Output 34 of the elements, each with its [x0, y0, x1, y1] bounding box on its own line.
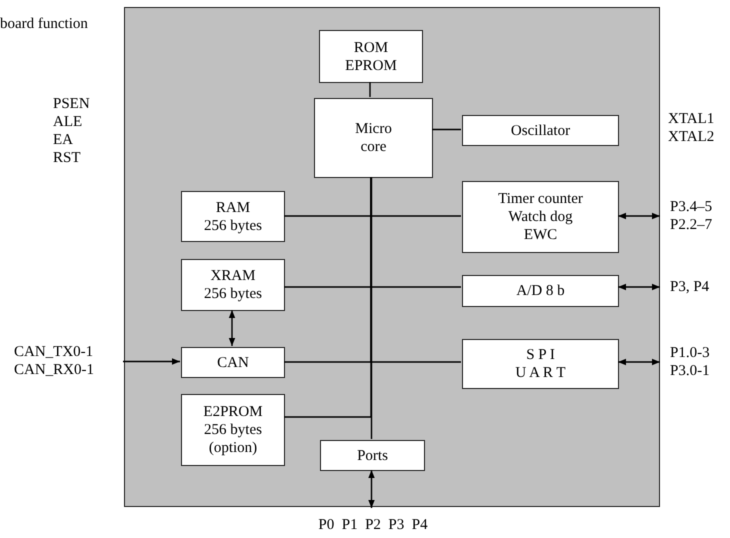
bus-line — [369, 82, 371, 97]
pin-name: EA — [53, 131, 73, 149]
pin-label: P3.4–5 P2.2–7 — [660, 198, 724, 234]
block-box: S P I U A R T — [462, 339, 619, 389]
caption-text: board function — [0, 15, 88, 33]
pin-label: P3, P4 — [660, 277, 724, 297]
pin-label: CAN_TX0-1 CAN_RX0-1 — [14, 342, 123, 380]
port-label: P0 P1 P2 P3 P4 — [318, 508, 428, 534]
bus-line — [370, 177, 372, 439]
pin-name: ALE — [53, 113, 82, 131]
pin-name: XTAL1 — [668, 110, 714, 128]
block-box: ROM EPROM — [319, 30, 423, 83]
block-box: Timer counter Watch dog EWC — [462, 181, 619, 253]
arrow — [123, 358, 180, 365]
arrow — [368, 470, 375, 508]
block-box: E2PROM 256 bytes (option) — [181, 394, 285, 466]
arrow — [618, 284, 660, 290]
bus-line — [284, 177, 372, 418]
block-box: XRAM 256 bytes — [181, 259, 285, 311]
pin-name: XTAL2 — [668, 128, 714, 146]
block-box: Oscillator — [462, 115, 619, 146]
pin-label: P1.0-3 P3.0-1 — [660, 343, 724, 381]
block-box: CAN — [181, 347, 285, 378]
pin-name: RST — [53, 149, 81, 167]
arrow — [618, 212, 660, 220]
arrow — [618, 358, 660, 366]
block-box: RAM 256 bytes — [181, 191, 285, 242]
pin-name: PSEN — [53, 95, 90, 113]
block-box: Ports — [320, 440, 425, 471]
chip-outline — [124, 7, 660, 507]
block-box: Micro core — [314, 98, 433, 178]
bus-line — [432, 128, 461, 130]
block-box: A/D 8 b — [462, 275, 619, 307]
arrow — [228, 310, 236, 346]
